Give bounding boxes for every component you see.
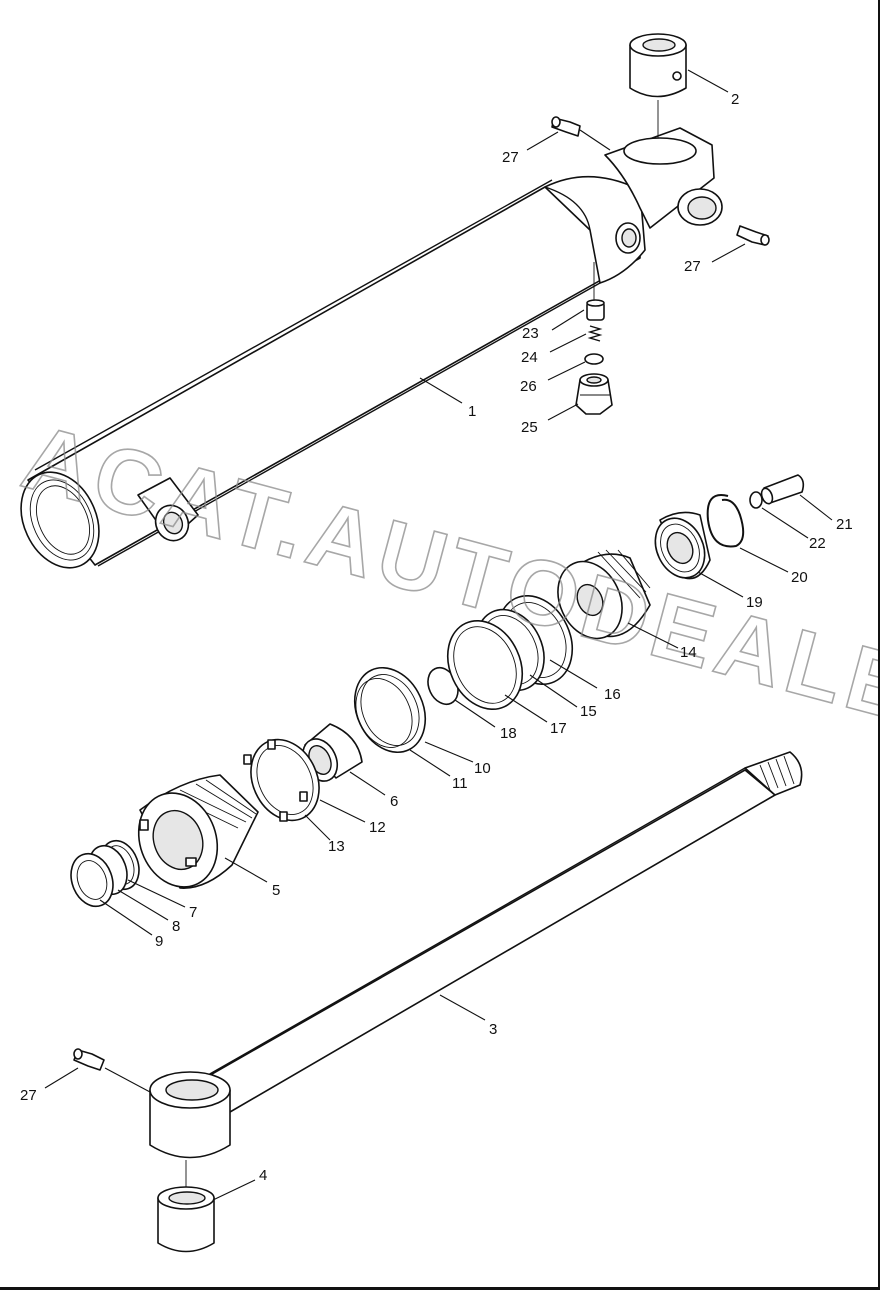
callout-17: 17 bbox=[550, 720, 567, 737]
callout-13: 13 bbox=[328, 838, 345, 855]
grease-nipple-side bbox=[736, 225, 770, 246]
snap-ring bbox=[706, 494, 745, 548]
callout-12: 12 bbox=[369, 819, 386, 836]
frame-right-border bbox=[878, 0, 880, 1290]
rod-eye-bushing bbox=[157, 1186, 215, 1253]
small-o-ring bbox=[749, 491, 763, 509]
callout-21: 21 bbox=[836, 516, 853, 533]
lock-pin bbox=[760, 474, 805, 505]
grease-nipple-bottom bbox=[73, 1048, 105, 1071]
callout-1: 1 bbox=[468, 403, 476, 420]
callout-19: 19 bbox=[746, 594, 763, 611]
callout-18: 18 bbox=[500, 725, 517, 742]
callout-26: 26 bbox=[520, 378, 537, 395]
callout-labels: 1 2 3 4 5 6 7 8 9 10 11 12 13 14 15 16 1… bbox=[20, 91, 853, 1184]
lock-nut bbox=[654, 511, 711, 580]
callout-5: 5 bbox=[272, 882, 280, 899]
callout-10: 10 bbox=[474, 760, 491, 777]
leader-lines bbox=[44, 69, 833, 1201]
piston-seals bbox=[446, 594, 574, 711]
callout-6: 6 bbox=[390, 793, 398, 810]
callout-27-side: 27 bbox=[684, 258, 701, 275]
gland-seals bbox=[70, 839, 140, 908]
piston-rod bbox=[149, 751, 803, 1188]
gland bbox=[137, 774, 259, 889]
callout-7: 7 bbox=[189, 904, 197, 921]
callout-9: 9 bbox=[155, 933, 163, 950]
callout-22: 22 bbox=[809, 535, 826, 552]
callout-24: 24 bbox=[521, 349, 538, 366]
callout-14: 14 bbox=[680, 644, 697, 661]
callout-27-bottom: 27 bbox=[20, 1087, 37, 1104]
callout-11: 11 bbox=[452, 775, 468, 792]
callout-20: 20 bbox=[791, 569, 808, 586]
callout-15: 15 bbox=[580, 703, 597, 720]
callout-4: 4 bbox=[259, 1167, 267, 1184]
grease-nipple-top bbox=[551, 116, 581, 137]
seal-rings-10-11-18 bbox=[353, 666, 459, 754]
cylinder-tube bbox=[20, 100, 723, 569]
frame-bottom-border bbox=[0, 1287, 880, 1290]
callout-3: 3 bbox=[489, 1021, 497, 1038]
bushing-and-rings bbox=[243, 723, 363, 822]
piston bbox=[557, 549, 651, 640]
callout-25: 25 bbox=[521, 419, 538, 436]
rear-bushing bbox=[629, 33, 687, 98]
callout-23: 23 bbox=[522, 325, 539, 342]
callout-27-top: 27 bbox=[502, 149, 519, 166]
check-valve-parts bbox=[575, 299, 613, 415]
callout-16: 16 bbox=[604, 686, 621, 703]
callout-8: 8 bbox=[172, 918, 180, 935]
callout-2: 2 bbox=[731, 91, 739, 108]
